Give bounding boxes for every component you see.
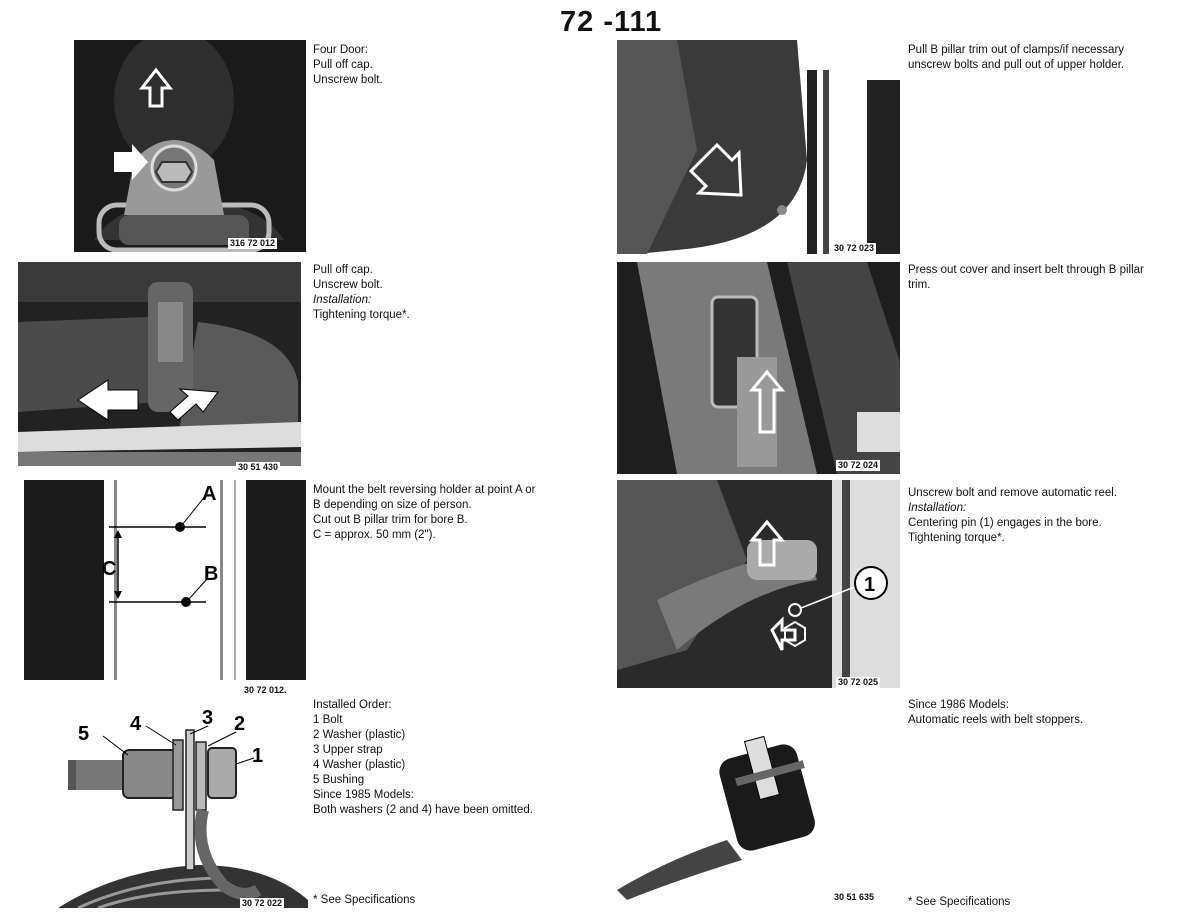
caption-line: unscrew bolts and pull out of upper hold… [908, 59, 1125, 71]
caption-line: Tightening torque*. [313, 309, 410, 321]
caption-belt-stoppers: Since 1986 Models: Automatic reels with … [908, 698, 1193, 728]
caption-line: Installation: [313, 294, 372, 306]
photo-automatic-reel: 1 [617, 480, 900, 688]
caption-line: Pull off cap. [313, 264, 373, 276]
caption-line: C = approx. 50 mm (2"). [313, 529, 436, 541]
photo-belt-anchor [18, 262, 301, 466]
caption-line: Unscrew bolt. [313, 74, 383, 86]
caption-line: B depending on size of person. [313, 499, 472, 511]
caption-line: Mount the belt reversing holder at point… [313, 484, 536, 496]
caption-line: Unscrew bolt. [313, 279, 383, 291]
caption-automatic-reel: Unscrew bolt and remove automatic reel. … [908, 486, 1193, 546]
figure-number: 30 51 635 [832, 892, 877, 903]
label-3: 3 [202, 707, 213, 729]
label-b: B [204, 563, 218, 585]
photo-installed-order: 5 4 3 2 1 [18, 700, 308, 908]
caption-line: Pull off cap. [313, 59, 373, 71]
figure-number: 30 72 023 [832, 243, 877, 254]
caption-line: Automatic reels with belt stoppers. [908, 714, 1084, 726]
caption-line: 2 Washer (plastic) [313, 729, 406, 741]
caption-line: Tightening torque*. [908, 532, 1005, 544]
label-1: 1 [252, 745, 263, 767]
label-5: 5 [78, 723, 89, 745]
caption-installed-order: Installed Order: 1 Bolt 2 Washer (plasti… [313, 698, 593, 818]
label-a: A [202, 483, 216, 505]
caption-belt-anchor: Pull off cap. Unscrew bolt. Installation… [313, 263, 583, 323]
caption-line: 4 Washer (plastic) [313, 759, 406, 771]
photo-b-pillar-trim [617, 40, 900, 254]
page-number: 72 -111 [560, 6, 663, 38]
footnote-right: * See Specifications [908, 896, 1011, 908]
photo-b-pillar-diagram: A B C [24, 480, 306, 696]
figure-number: 30 72 022 [240, 898, 285, 909]
caption-b-pillar: Mount the belt reversing holder at point… [313, 483, 603, 543]
caption-line: 3 Upper strap [313, 744, 383, 756]
caption-line: Pull B pillar trim out of clamps/if nece… [908, 44, 1125, 56]
footnote-left: * See Specifications [313, 894, 416, 906]
caption-line: trim. [908, 279, 931, 291]
caption-line: Four Door: [313, 44, 368, 56]
caption-four-door: Four Door: Pull off cap. Unscrew bolt. [313, 43, 583, 88]
figure-number: 316 72 012 [228, 238, 278, 249]
caption-line: Both washers (2 and 4) have been omitted… [313, 804, 533, 816]
caption-line: Installed Order: [313, 699, 392, 711]
caption-line: Unscrew bolt and remove automatic reel. [908, 487, 1118, 499]
caption-line: Cut out B pillar trim for bore B. [313, 514, 468, 526]
photo-four-door-bolt [74, 40, 306, 252]
caption-line: Press out cover and insert belt through … [908, 264, 1144, 276]
caption-line: Installation: [908, 502, 967, 514]
caption-line: 5 Bushing [313, 774, 365, 786]
label-4: 4 [130, 713, 142, 735]
figure-number: 30 72 024 [836, 460, 881, 471]
photo-belt-stopper-reel [617, 730, 832, 900]
label-1: 1 [864, 574, 875, 596]
figure-number: 30 72 025 [836, 677, 881, 688]
caption-line: 1 Bolt [313, 714, 343, 726]
caption-line: Since 1985 Models: [313, 789, 415, 801]
label-2: 2 [234, 713, 245, 735]
caption-press-out-cover: Press out cover and insert belt through … [908, 263, 1193, 293]
figure-number: 30 51 430 [236, 462, 281, 473]
caption-line: Centering pin (1) engages in the bore. [908, 517, 1102, 529]
figure-number: 30 72 012. [242, 685, 289, 696]
label-c: C [102, 558, 116, 580]
photo-press-out-cover [617, 262, 900, 474]
caption-b-pillar-trim: Pull B pillar trim out of clamps/if nece… [908, 43, 1193, 73]
caption-line: Since 1986 Models: [908, 699, 1010, 711]
